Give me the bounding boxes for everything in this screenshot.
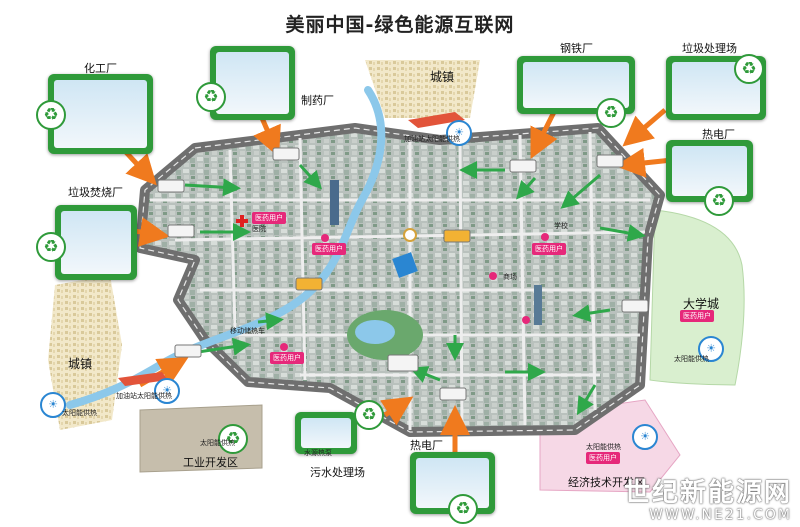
user-tag: 医药用户 [252,212,286,224]
user-tag: 医药用户 [586,452,620,464]
town-left-label: 城镇 [68,357,93,371]
solar-heat-icon: ☀ [632,424,658,450]
user-tag: 医药用户 [680,310,714,322]
pharma-plant-panel [210,46,295,120]
recycle-icon: ♻ [354,400,384,430]
solar-heat-icon: ☀ [698,336,724,362]
site-watermark: 世纪新能源网 WWW.NE21.COM [624,479,792,523]
shopping-text: 商场 [503,273,517,281]
recycle-icon: ♻ [36,232,66,262]
watermark-line2: WWW.NE21.COM [649,507,792,523]
sewage-panel [295,412,357,454]
power-plant-bottom-label: 热电厂 [410,439,443,452]
page-title: 美丽中国-绿色能源互联网 [285,14,515,36]
storage-truck-text: 移动储热车 [230,327,265,335]
solar-heat-icon: ☀ [154,378,180,404]
power-plant-right-panel [666,140,753,202]
user-tag: 医药用户 [532,243,566,255]
user-tag: 医药用户 [270,352,304,364]
water-source-text: 水源热泵 [304,449,332,457]
recycle-icon: ♻ [196,82,226,112]
university-label: 大学城 [683,297,720,311]
solar-heating-text: 太阳能供热 [586,443,621,451]
industrial-zone-label: 工业开发区 [183,456,238,469]
town-top-label: 城镇 [430,70,455,84]
power-plant-right-label: 热电厂 [702,128,735,141]
recycle-icon: ♻ [218,424,248,454]
recycle-icon: ♻ [36,100,66,130]
river [66,86,386,409]
school-text: 学校 [554,222,568,230]
solar-heat-icon: ☀ [40,392,66,418]
solar-heating-text: 太阳能供热 [674,355,709,363]
incineration-panel [55,205,137,280]
city-area [135,123,665,437]
solar-heat-icon: ☀ [446,120,472,146]
recycle-icon: ♻ [734,54,764,84]
recycle-icon: ♻ [596,98,626,128]
waste-treatment-label: 垃圾处理场 [682,42,737,55]
chemical-plant-label: 化工厂 [84,62,117,75]
heat-storage-trucks [157,147,649,401]
gas-station-text: 加油站太阳能供热 [404,135,460,143]
steel-plant-panel [517,56,635,114]
pharma-plant-label: 制药厂 [301,94,334,107]
solar-heating-text: 太阳能供热 [200,439,235,447]
watermark-line1: 世纪新能源网 [623,478,792,508]
sewage-label: 污水处理场 [310,466,365,479]
town-top-area [365,60,480,118]
solar-heating-text: 太阳能供热 [62,409,97,417]
gas-station-text: 加油站太阳能供热 [116,392,172,400]
steel-plant-label: 钢铁厂 [560,42,593,55]
industrial-zone-area [139,404,263,473]
user-tag: 医药用户 [312,243,346,255]
recycle-icon: ♻ [448,494,478,524]
hospital-text: 医院 [252,225,266,233]
econ-zone-label: 经济技术开发区 [568,476,645,489]
recycle-icon: ♻ [704,186,734,216]
incineration-label: 垃圾焚烧厂 [68,186,123,199]
